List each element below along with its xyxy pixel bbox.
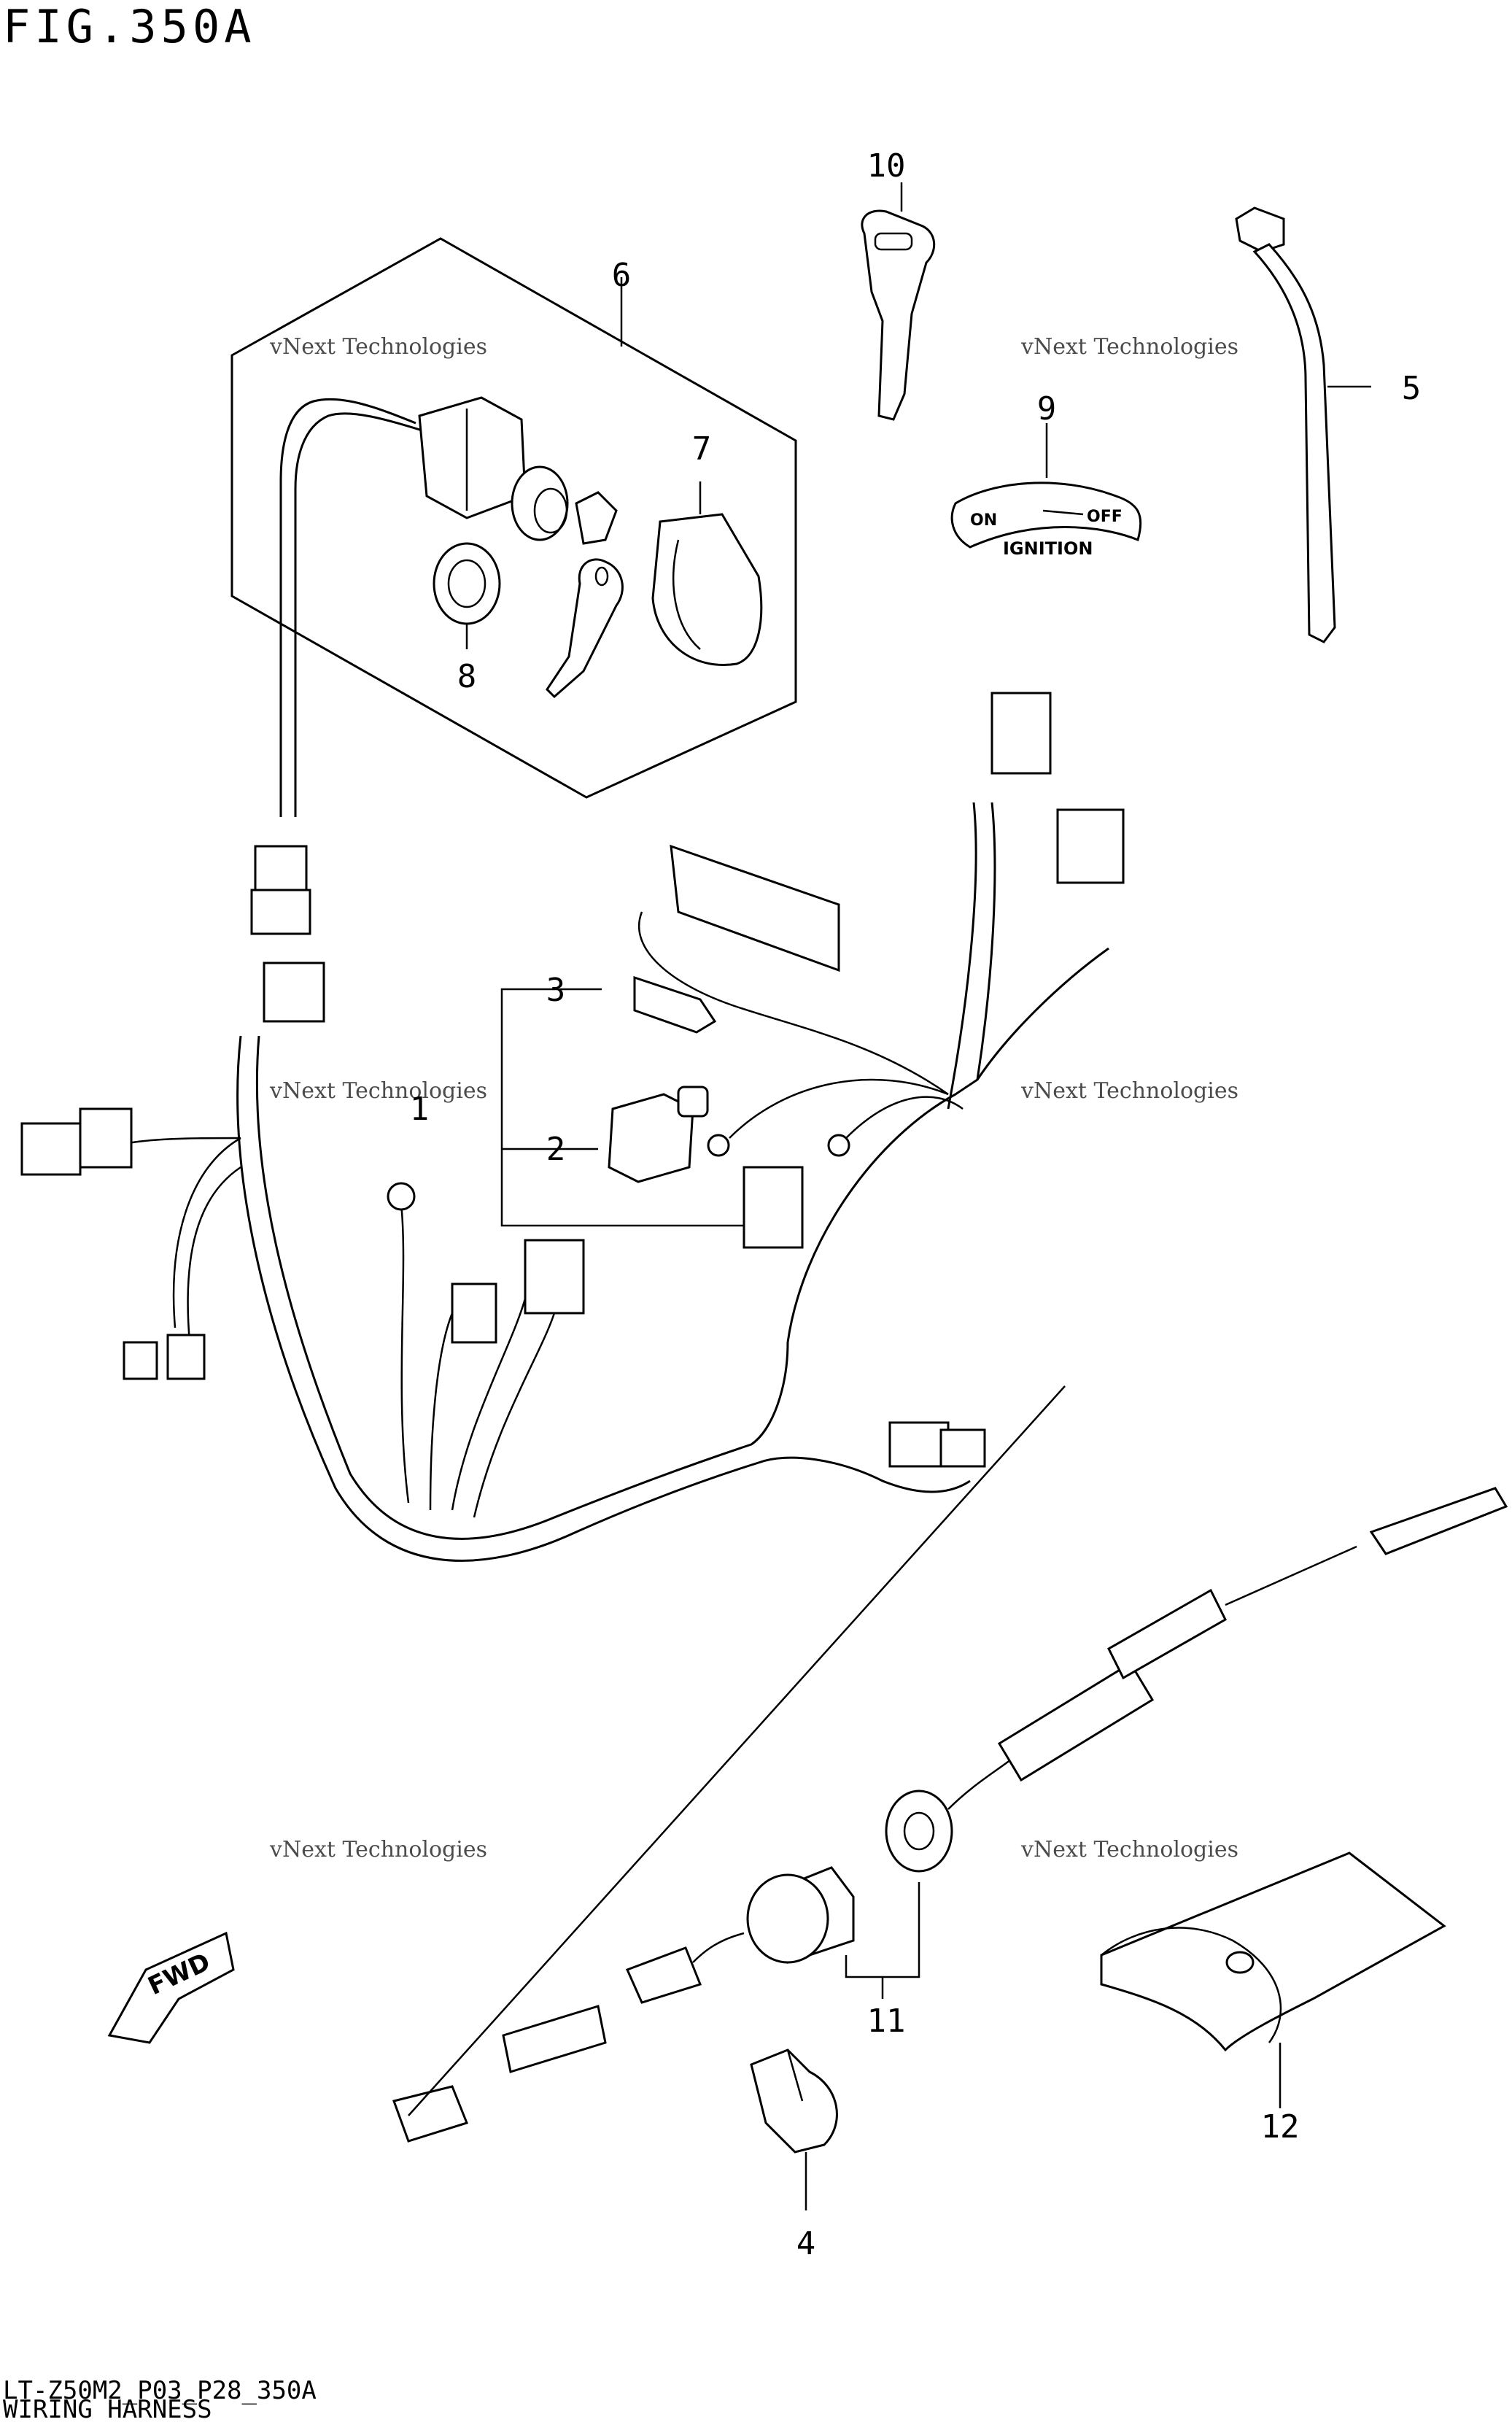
svg-text:vNext Technologies: vNext Technologies — [269, 1837, 487, 1862]
callout-2[interactable]: 2 — [546, 1131, 566, 1168]
drawing-code: LT-Z50M2_P03_P28_350A — [3, 2376, 317, 2405]
ignition-switch[interactable] — [279, 396, 618, 817]
svg-text:vNext Technologies: vNext Technologies — [1020, 1837, 1238, 1862]
ignition-plate[interactable]: ON OFF IGNITION — [950, 423, 1142, 559]
callout-bracket-2-3 — [500, 988, 744, 1227]
wiring-harness[interactable] — [20, 692, 1125, 1562]
watermark-mid-right: vNext Technologies — [1020, 1078, 1238, 1104]
clamp[interactable] — [750, 2048, 838, 2210]
key[interactable] — [861, 182, 936, 421]
svg-text:vNext Technologies: vNext Technologies — [1020, 334, 1238, 360]
fuse-holder[interactable] — [608, 844, 840, 1183]
callout-7[interactable]: 7 — [692, 430, 712, 468]
plate-on-text: ON — [970, 511, 997, 530]
callout-3[interactable]: 3 — [546, 972, 566, 1009]
cover[interactable] — [1100, 1852, 1446, 2108]
callout-11[interactable]: 11 — [867, 2003, 906, 2040]
svg-text:vNext Technologies: vNext Technologies — [269, 1078, 487, 1104]
watermark-top-right: vNext Technologies — [1020, 334, 1238, 360]
plate-ignition-text: IGNITION — [1003, 538, 1093, 559]
svg-text:vNext Technologies: vNext Technologies — [269, 334, 487, 360]
watermark-bottom-right: vNext Technologies — [1020, 1837, 1238, 1862]
callout-10[interactable]: 10 — [867, 147, 906, 185]
cable-tie[interactable] — [1235, 206, 1371, 643]
callout-9[interactable]: 9 — [1037, 390, 1057, 427]
callout-12[interactable]: 12 — [1261, 2108, 1300, 2146]
stop-switch[interactable] — [392, 1487, 1508, 2143]
watermark-top-left: vNext Technologies — [269, 334, 487, 360]
callout-8[interactable]: 8 — [457, 658, 477, 695]
callout-4[interactable]: 4 — [796, 2225, 816, 2262]
nut[interactable] — [433, 542, 501, 649]
switch-cap[interactable] — [651, 481, 763, 666]
callout-5[interactable]: 5 — [1402, 370, 1422, 407]
section-title: WIRING HARNESS — [3, 2395, 212, 2422]
callout-1[interactable]: 1 — [410, 1091, 430, 1128]
fuse[interactable] — [633, 975, 717, 1034]
leader-line — [408, 1385, 1066, 2116]
svg-text:vNext Technologies: vNext Technologies — [1020, 1078, 1238, 1104]
callout-6[interactable]: 6 — [612, 257, 632, 294]
figure-title: FIG.350A — [3, 0, 256, 53]
spare-key-drawing — [546, 558, 624, 699]
fwd-arrow-icon: FWD — [107, 1931, 235, 2044]
watermark-mid-left: vNext Technologies — [269, 1078, 487, 1104]
ignition-switch-kit-box — [230, 237, 797, 799]
plate-off-text: OFF — [1087, 508, 1123, 526]
watermark-bottom-left: vNext Technologies — [269, 1837, 487, 1862]
